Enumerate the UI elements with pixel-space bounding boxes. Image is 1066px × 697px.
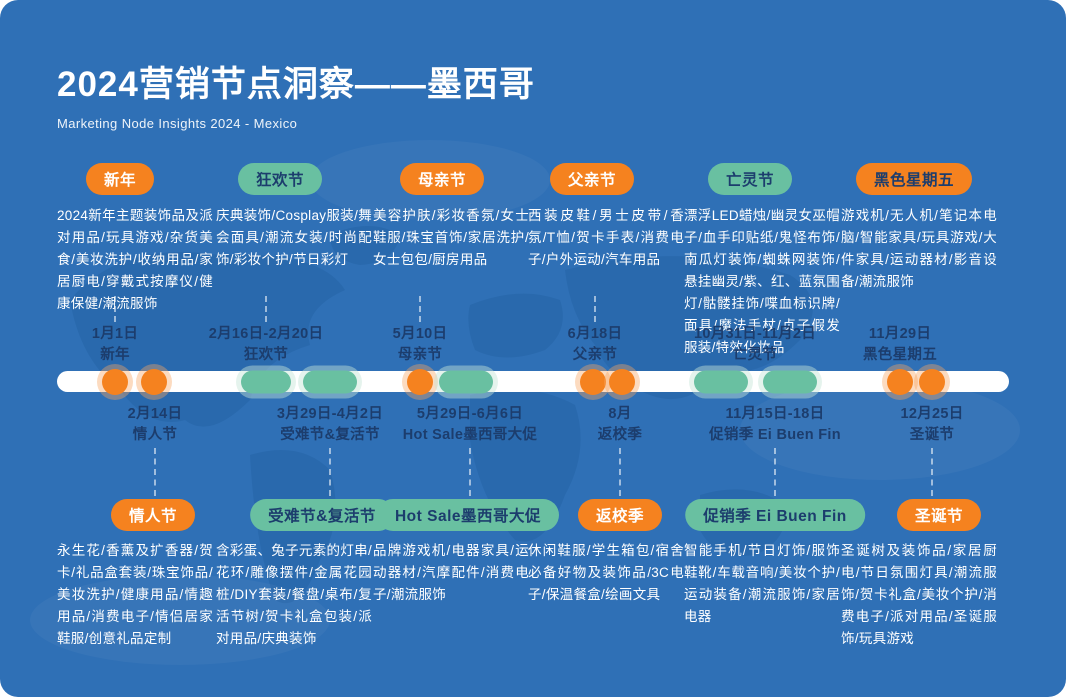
bottom-festival-badge-6: 圣诞节 <box>896 499 982 531</box>
timeline-label-above-date-5: 10月31日-11月2日 <box>693 326 817 342</box>
connector-top-2 <box>265 296 267 322</box>
top-festival-items-1: 2024新年主题装饰品及派对用品/玩具游戏/杂货美食/美妆洗护/收纳用品/家居厨… <box>57 208 213 311</box>
timeline-label-below-2: 3月29日-4月2日受难节&复活节 <box>277 404 383 446</box>
bottom-festival-badge-2: 受难节&复活节 <box>250 499 394 531</box>
timeline-label-below-date-2: 3月29日-4月2日 <box>276 406 384 422</box>
timeline-label-above-5: 10月31日-11月2日亡灵节 <box>694 324 816 366</box>
timeline-marker-dot-1 <box>102 368 128 395</box>
timeline-label-below-date-1: 2月14日 <box>127 406 183 422</box>
timeline-label-above-1: 1月1日新年 <box>92 324 138 366</box>
top-festival-badge-6: 黑色星期五 <box>855 163 973 195</box>
timeline-marker-pill-6 <box>439 370 493 393</box>
timeline-marker-pill-10 <box>763 370 817 393</box>
timeline-label-above-name-5: 亡灵节 <box>732 347 778 363</box>
timeline-label-below-name-3: Hot Sale墨西哥大促 <box>402 427 538 443</box>
timeline-label-above-name-4: 父亲节 <box>572 347 618 363</box>
top-festival-items-4: 西装皮鞋/男士皮带/香氛/T恤/贺卡手表/消费电子/户外运动/汽车用品 <box>528 208 684 267</box>
timeline-label-above-name-1: 新年 <box>100 347 130 363</box>
timeline-label-below-date-4: 8月 <box>608 406 632 422</box>
timeline-bar <box>57 371 1009 392</box>
bottom-festival-items-3: 品牌游戏机/电器家具/运动器材/汽摩配件/消费电子/潮流服饰 <box>373 543 529 602</box>
timeline-label-below-name-6: 圣诞节 <box>909 427 955 443</box>
timeline-label-above-name-3: 母亲节 <box>397 347 443 363</box>
timeline-marker-dot-7 <box>580 368 606 395</box>
header: 2024营销节点洞察——墨西哥 Marketing Node Insights … <box>57 56 535 131</box>
timeline-label-above-4: 6月18日父亲节 <box>568 324 623 366</box>
bottom-festival-badge-4: 返校季 <box>577 499 663 531</box>
connector-bottom-1 <box>154 448 156 496</box>
timeline-marker-dot-8 <box>609 368 635 395</box>
timeline-marker-dot-5 <box>407 368 433 395</box>
timeline-label-below-6: 12月25日圣诞节 <box>900 404 963 446</box>
timeline-label-above-3: 5月10日母亲节 <box>393 324 448 366</box>
top-festival-items-2: 庆典装饰/Cosplay服装/舞会面具/潮流女装/时尚配饰/彩妆个护/节日彩灯 <box>216 208 372 267</box>
timeline-label-above-date-2: 2月16日-2月20日 <box>208 326 324 342</box>
timeline-label-above-name-2: 狂欢节 <box>243 347 289 363</box>
connector-bottom-4 <box>619 448 621 496</box>
bottom-festival-items-5: 智能手机/节日灯饰/服饰鞋靴/车载音响/美妆个护/运动装备/潮流服饰/家居电器 <box>684 543 840 624</box>
timeline-label-below-name-4: 返校季 <box>597 427 643 443</box>
timeline-label-below-name-1: 情人节 <box>132 427 178 443</box>
timeline-label-below-5: 11月15日-18日促销季 Ei Buen Fin <box>709 404 841 446</box>
page-title: 2024营销节点洞察——墨西哥 <box>57 65 535 104</box>
top-festival-badge-2: 狂欢节 <box>237 163 323 195</box>
timeline-label-above-date-4: 6月18日 <box>567 326 623 342</box>
timeline-label-above-date-1: 1月1日 <box>91 326 139 342</box>
timeline-label-below-3: 5月29日-6月6日 Hot Sale墨西哥大促 <box>403 404 537 446</box>
top-festival-items-6: 游戏机/无人机/笔记本电脑/智能家具/玩具游戏/大件家具/运动器材/影音设备/潮… <box>841 208 997 289</box>
timeline-label-above-date-6: 11月29日 <box>868 326 932 342</box>
connector-bottom-6 <box>931 448 933 496</box>
timeline-label-above-date-3: 5月10日 <box>392 326 448 342</box>
top-festival-items-5: 漂浮LED蜡烛/幽灵女巫帽子/血手印贴纸/鬼怪布饰/南瓜灯装饰/蜘蛛网装饰/悬挂… <box>684 208 840 355</box>
timeline-label-below-date-3: 5月29日-6月6日 <box>416 406 524 422</box>
timeline-label-below-name-2: 受难节&复活节 <box>280 427 380 443</box>
top-festival-badge-5: 亡灵节 <box>707 163 793 195</box>
top-festival-badge-4: 父亲节 <box>549 163 635 195</box>
bottom-festival-items-2: 含彩蛋、兔子元素的灯串/花环/雕像摆件/金属花园桩/DIY套装/餐盘/桌布/复活… <box>216 543 372 646</box>
connector-top-4 <box>594 296 596 322</box>
bottom-festival-badge-3: Hot Sale墨西哥大促 <box>376 499 560 531</box>
connector-bottom-5 <box>774 448 776 496</box>
timeline-label-above-name-6: 黑色星期五 <box>863 347 937 363</box>
connector-bottom-3 <box>469 448 471 496</box>
bottom-festival-badge-1: 情人节 <box>110 499 196 531</box>
timeline-label-below-name-5: 促销季 Ei Buen Fin <box>709 427 841 443</box>
page-subtitle: Marketing Node Insights 2024 - Mexico <box>57 116 298 131</box>
timeline-label-below-date-6: 12月25日 <box>900 406 964 422</box>
timeline-marker-pill-4 <box>303 370 357 393</box>
timeline-label-above-2: 2月16日-2月20日狂欢节 <box>209 324 324 366</box>
bottom-festival-items-1: 永生花/香薰及扩香器/贺卡/礼品盒套装/珠宝饰品/美妆洗护/健康用品/情趣用品/… <box>57 543 213 646</box>
timeline-marker-pill-9 <box>694 370 748 393</box>
timeline-marker-dot-11 <box>887 368 913 395</box>
connector-bottom-2 <box>329 448 331 496</box>
bottom-festival-items-6: 圣诞树及装饰品/家居厨电/节日氛围灯具/潮流服饰/贺卡礼盒/美妆个护/消费电子/… <box>841 543 997 646</box>
top-festival-badge-3: 母亲节 <box>399 163 485 195</box>
timeline-label-below-date-5: 11月15日-18日 <box>725 406 825 422</box>
bottom-festival-badge-5: 促销季 Ei Buen Fin <box>685 499 865 531</box>
bottom-festival-items-4: 休闲鞋服/学生箱包/宿舍必备好物及装饰品/3C电子/保温餐盒/绘画文具 <box>528 543 684 602</box>
timeline-marker-pill-3 <box>241 370 291 393</box>
timeline-label-above-6: 11月29日黑色星期五 <box>863 324 937 366</box>
timeline-label-below-4: 8月返校季 <box>598 404 642 446</box>
connector-top-1 <box>114 296 116 322</box>
timeline-marker-dot-2 <box>141 368 167 395</box>
top-festival-items-3: 美容护肤/彩妆香氛/女士鞋服/珠宝首饰/家居洗护/女士包包/厨房用品 <box>373 208 529 267</box>
top-festival-badge-1: 新年 <box>85 163 155 195</box>
timeline-label-below-1: 2月14日情人节 <box>128 404 183 446</box>
connector-top-3 <box>419 296 421 322</box>
timeline-marker-dot-12 <box>919 368 945 395</box>
